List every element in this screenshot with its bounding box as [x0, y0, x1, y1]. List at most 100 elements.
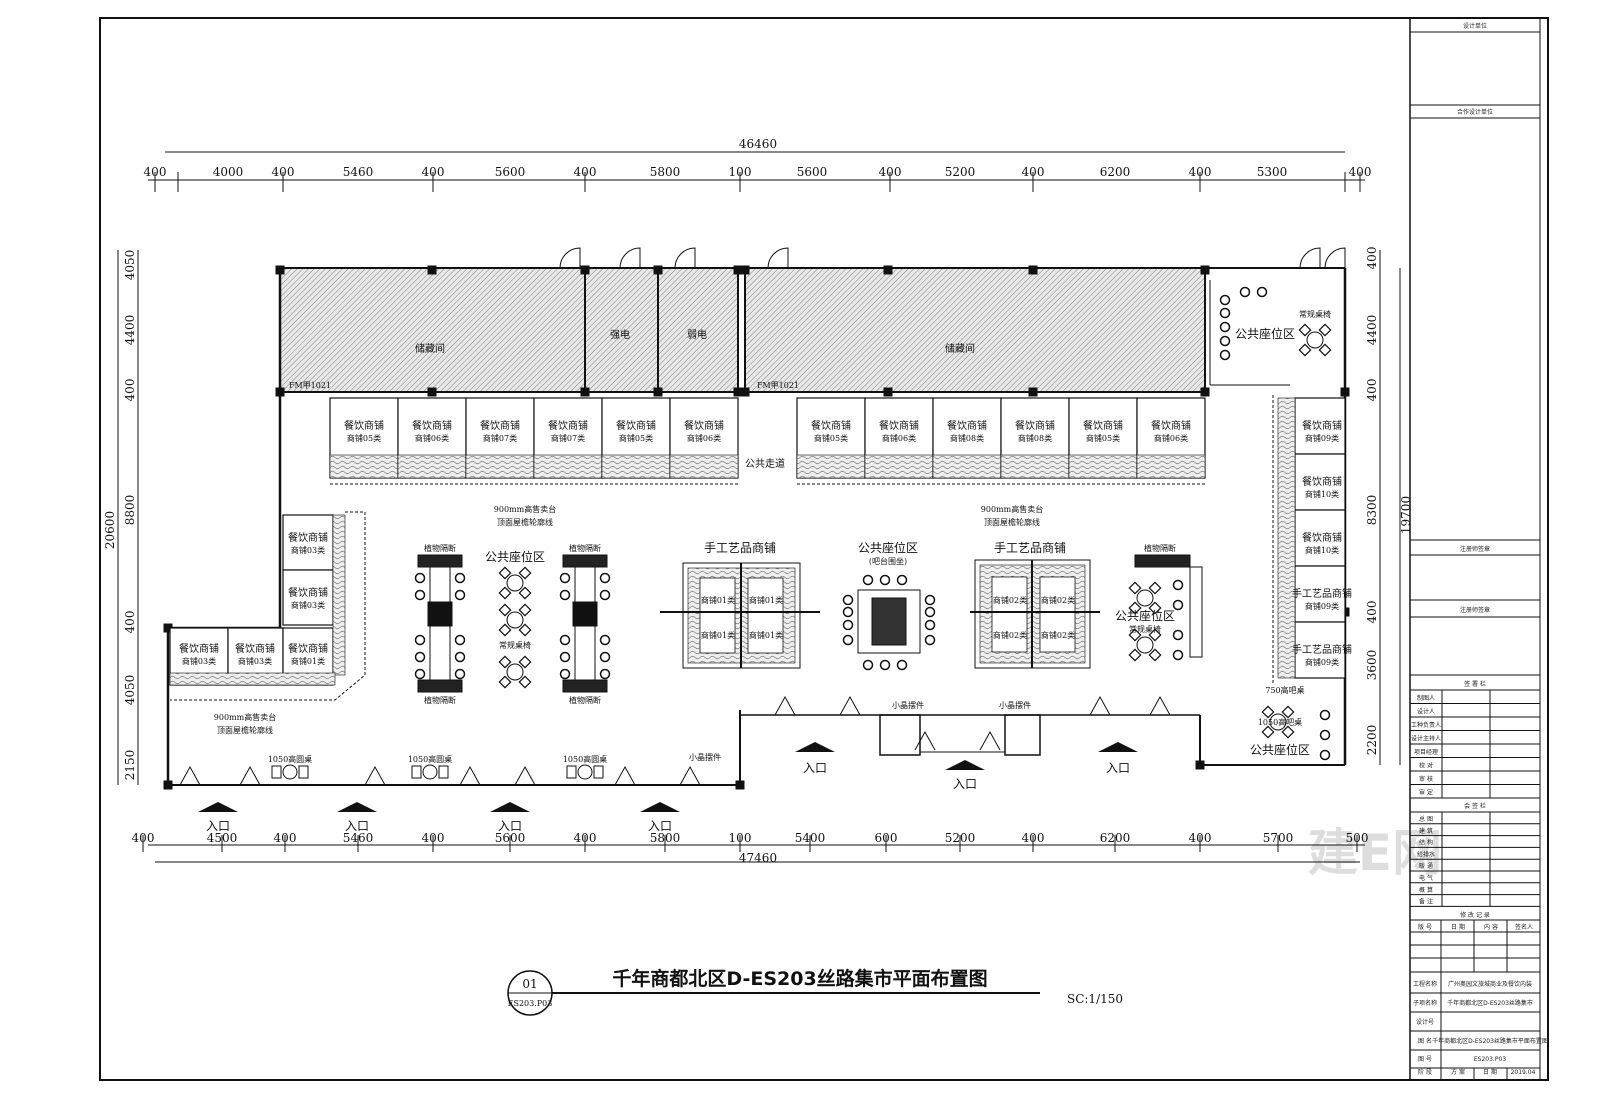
door-swing	[559, 247, 581, 269]
dimension-top-segment: 400	[272, 165, 295, 179]
plant-partition	[562, 554, 608, 568]
shop-title: 餐饮商铺	[1302, 475, 1342, 488]
drawing-title: 千年商都北区D-ES203丝路集市平面布置图	[612, 967, 987, 990]
note-counter: 900mm高售卖台	[981, 504, 1043, 514]
entrance-arrow-icon	[337, 802, 377, 812]
kiosk	[1004, 714, 1041, 756]
shop-type: 商铺03类	[291, 545, 325, 555]
stool	[559, 572, 571, 584]
chair	[498, 566, 512, 580]
shop-type: 商铺05类	[814, 433, 848, 443]
plant-partition-label: 植物隔断	[424, 695, 456, 705]
chair	[298, 765, 309, 779]
column	[653, 265, 663, 275]
shop-type: 商铺09类	[1305, 657, 1339, 667]
chair	[1148, 581, 1162, 595]
glass-door	[614, 765, 636, 786]
chair	[498, 623, 512, 637]
shop-type: 商铺10类	[1305, 489, 1339, 499]
counter	[332, 514, 346, 676]
chair	[1298, 323, 1312, 337]
stool	[862, 574, 874, 586]
chair	[1318, 343, 1332, 357]
shop-type: 商铺07类	[483, 433, 517, 443]
chair	[1261, 725, 1275, 739]
dimension-top-segment: 400	[144, 165, 167, 179]
stool	[842, 606, 854, 618]
zone-label: 公共座位区	[858, 540, 918, 555]
glass-door	[179, 765, 201, 786]
shop-type: 商铺06类	[1154, 433, 1188, 443]
room-label-weak-power: 弱电	[687, 328, 707, 341]
stool	[879, 659, 891, 671]
craft-unit: 商铺01类	[701, 595, 735, 605]
plant-partition-label: 植物隔断	[424, 543, 456, 553]
ornament-label: 小晶摆件	[689, 752, 721, 762]
stool	[414, 572, 426, 584]
chair	[1128, 648, 1142, 662]
shop-title: 餐饮商铺	[288, 642, 328, 655]
dimension-left-segment: 400	[123, 379, 137, 402]
shop-title: 餐饮商铺	[1083, 419, 1123, 432]
glass-door	[839, 695, 861, 716]
dimension-top-segment: 400	[879, 165, 902, 179]
bar-counter	[871, 597, 907, 646]
round-table	[506, 574, 524, 592]
high-round-table	[577, 764, 593, 780]
stool	[414, 634, 426, 646]
stool	[1256, 286, 1268, 298]
shop-type: 商铺08类	[1018, 433, 1052, 443]
dimension-top-segment: 400	[574, 165, 597, 179]
dimension-left-segment: 4050	[123, 675, 137, 706]
dimension-top-segment: 5800	[650, 165, 681, 179]
shop-unit	[1294, 397, 1346, 455]
cosign-row-label: 概 算	[1419, 886, 1433, 894]
stool	[1219, 321, 1231, 333]
stool	[1172, 579, 1184, 591]
dimension-top-segment: 400	[1189, 165, 1212, 179]
counter	[796, 454, 866, 479]
chair	[498, 655, 512, 669]
dimension-right-segment: 400	[1365, 601, 1379, 624]
sign-header: 签 署 栏	[1464, 680, 1486, 688]
chair	[498, 675, 512, 689]
stool	[924, 606, 936, 618]
column	[883, 265, 893, 275]
dimension-top-segment: 5600	[495, 165, 526, 179]
shop-title: 餐饮商铺	[616, 419, 656, 432]
chair	[518, 675, 532, 689]
stool	[842, 634, 854, 646]
chair	[1128, 581, 1142, 595]
zone-label: 750高吧桌	[1265, 685, 1304, 695]
dimension-right-segment: 2200	[1365, 725, 1379, 756]
shop-title: 手工艺品商铺	[1292, 643, 1352, 656]
chair	[271, 765, 282, 779]
watermark-layer: 建E网	[1308, 824, 1442, 882]
zone-label: 公共座位区	[1250, 742, 1310, 757]
chair	[1128, 601, 1142, 615]
counter	[465, 454, 535, 479]
title-block-value: ES203.P03	[1474, 1056, 1506, 1063]
cosign-row-label: 总 图	[1419, 815, 1433, 823]
furniture-layer	[198, 286, 1332, 812]
note-eave: 顶面屋檐轮廓线	[984, 517, 1040, 527]
dimension-right-segment: 8300	[1365, 495, 1379, 526]
date-value: 2019.04	[1511, 1069, 1536, 1076]
counter	[329, 454, 399, 479]
chair	[1298, 343, 1312, 357]
chair	[593, 765, 604, 779]
stool	[454, 572, 466, 584]
plant-partition	[417, 554, 463, 568]
title-block-label: 图 号	[1418, 1056, 1432, 1063]
zone-label: 常规桌椅	[1129, 624, 1161, 634]
round-table	[1306, 331, 1324, 349]
title-block-value: 千年商都北区D-ES203丝路集市	[1447, 999, 1533, 1007]
stool	[1319, 729, 1331, 741]
design-unit-label: 设计单位	[1463, 22, 1487, 30]
dimension-top-segment: 5460	[343, 165, 374, 179]
chair	[1281, 725, 1295, 739]
entrance-arrow-icon	[198, 802, 238, 812]
note-counter: 900mm高售卖台	[494, 504, 556, 514]
stage-value: 方 案	[1451, 1068, 1465, 1076]
shop-type: 商铺05类	[1086, 433, 1120, 443]
